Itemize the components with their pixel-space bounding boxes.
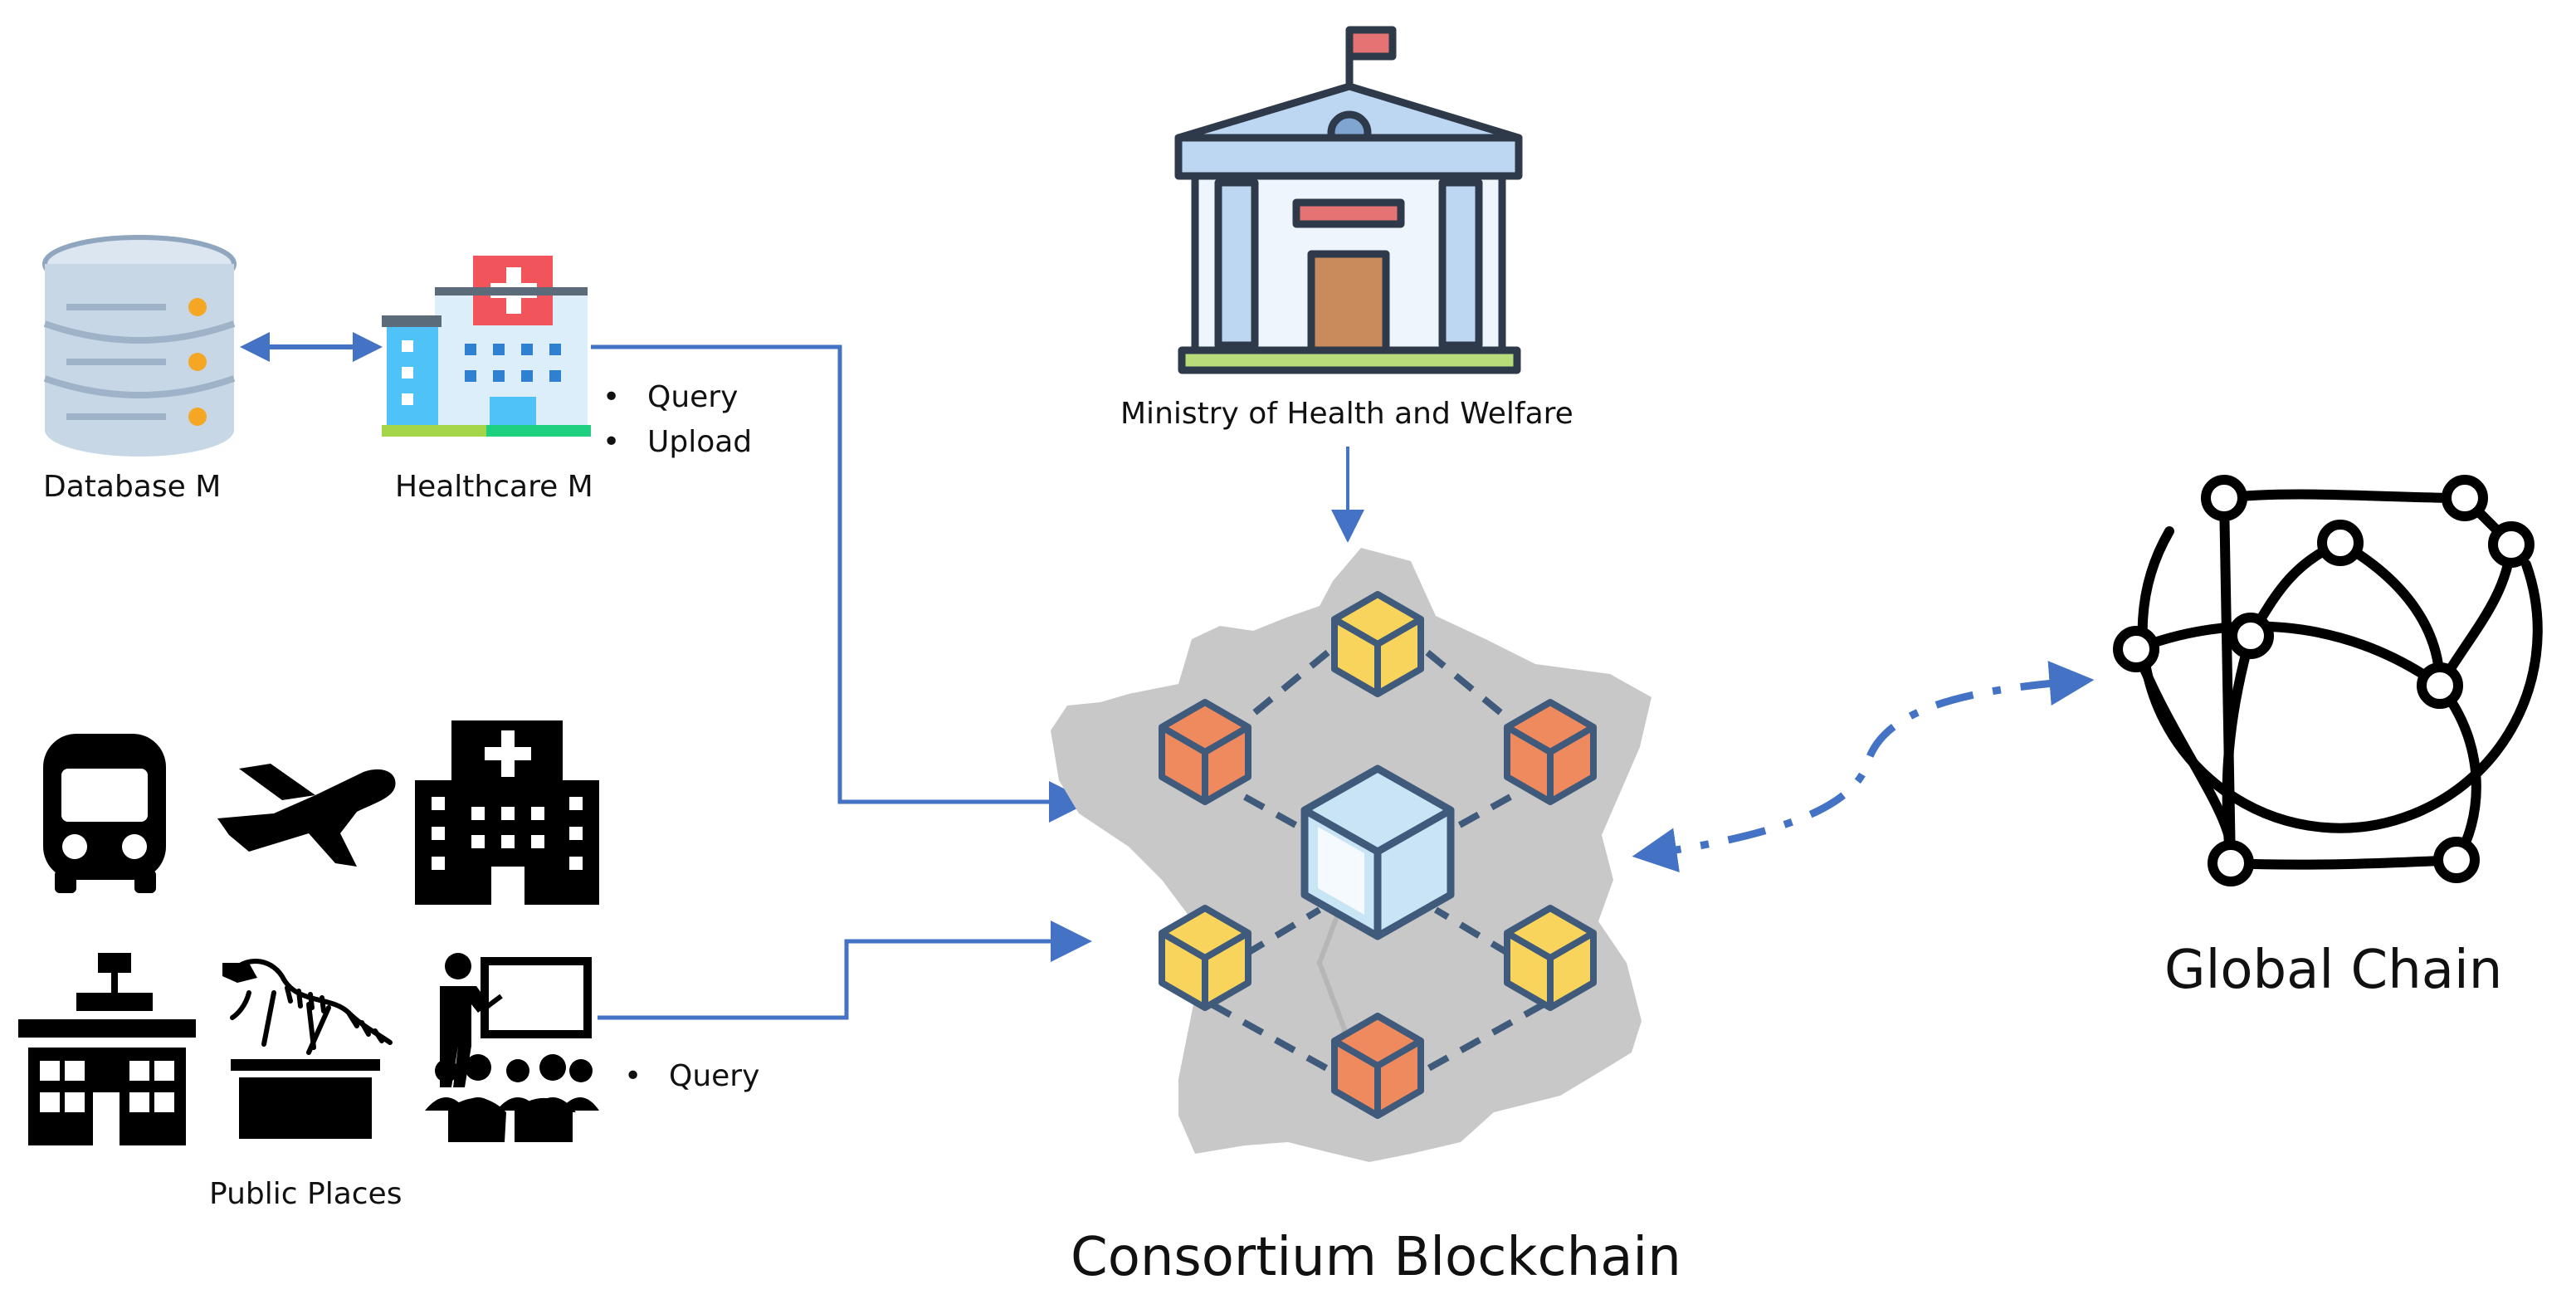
train-icon <box>43 734 166 893</box>
blockchain-global-arrow <box>1632 661 2095 872</box>
healthcare-action-upload: Upload <box>599 420 752 465</box>
consortium-blockchain-label: Consortium Blockchain <box>1071 1227 1681 1288</box>
cube-lower-left <box>1159 905 1251 1011</box>
healthcare-actions-list: Query Upload <box>599 375 752 465</box>
database-label: Database M <box>43 470 222 504</box>
center-cube <box>1300 764 1455 940</box>
database-icon <box>42 235 237 457</box>
public-places-label: Public Places <box>209 1177 402 1211</box>
public-places-to-blockchain-arrow <box>598 921 1092 1020</box>
dinosaur-museum-icon <box>222 958 393 1139</box>
public-action-query: Query <box>621 1054 759 1099</box>
hospital-icon <box>415 720 599 905</box>
ministry-label: Ministry of Health and Welfare <box>1120 397 1573 431</box>
cube-upper-left <box>1159 699 1251 805</box>
public-actions-list: Query <box>621 1054 759 1099</box>
hospital-building-icon <box>382 256 591 437</box>
healthcare-to-blockchain-arrow <box>591 344 1090 823</box>
cube-lower-right <box>1504 905 1597 1011</box>
ministry-building-icon <box>1174 26 1523 374</box>
healthcare-action-query: Query <box>599 375 752 420</box>
classroom-icon <box>425 953 599 1142</box>
healthcare-label: Healthcare M <box>395 470 593 504</box>
blockchain-network-icon <box>1051 548 1651 1162</box>
global-chain-label: Global Chain <box>2164 940 2503 1001</box>
cube-upper-right <box>1504 699 1597 805</box>
government-building-icon <box>18 953 196 1145</box>
cube-top <box>1331 591 1424 697</box>
airplane-icon <box>217 764 396 867</box>
cube-bottom <box>1331 1013 1424 1119</box>
